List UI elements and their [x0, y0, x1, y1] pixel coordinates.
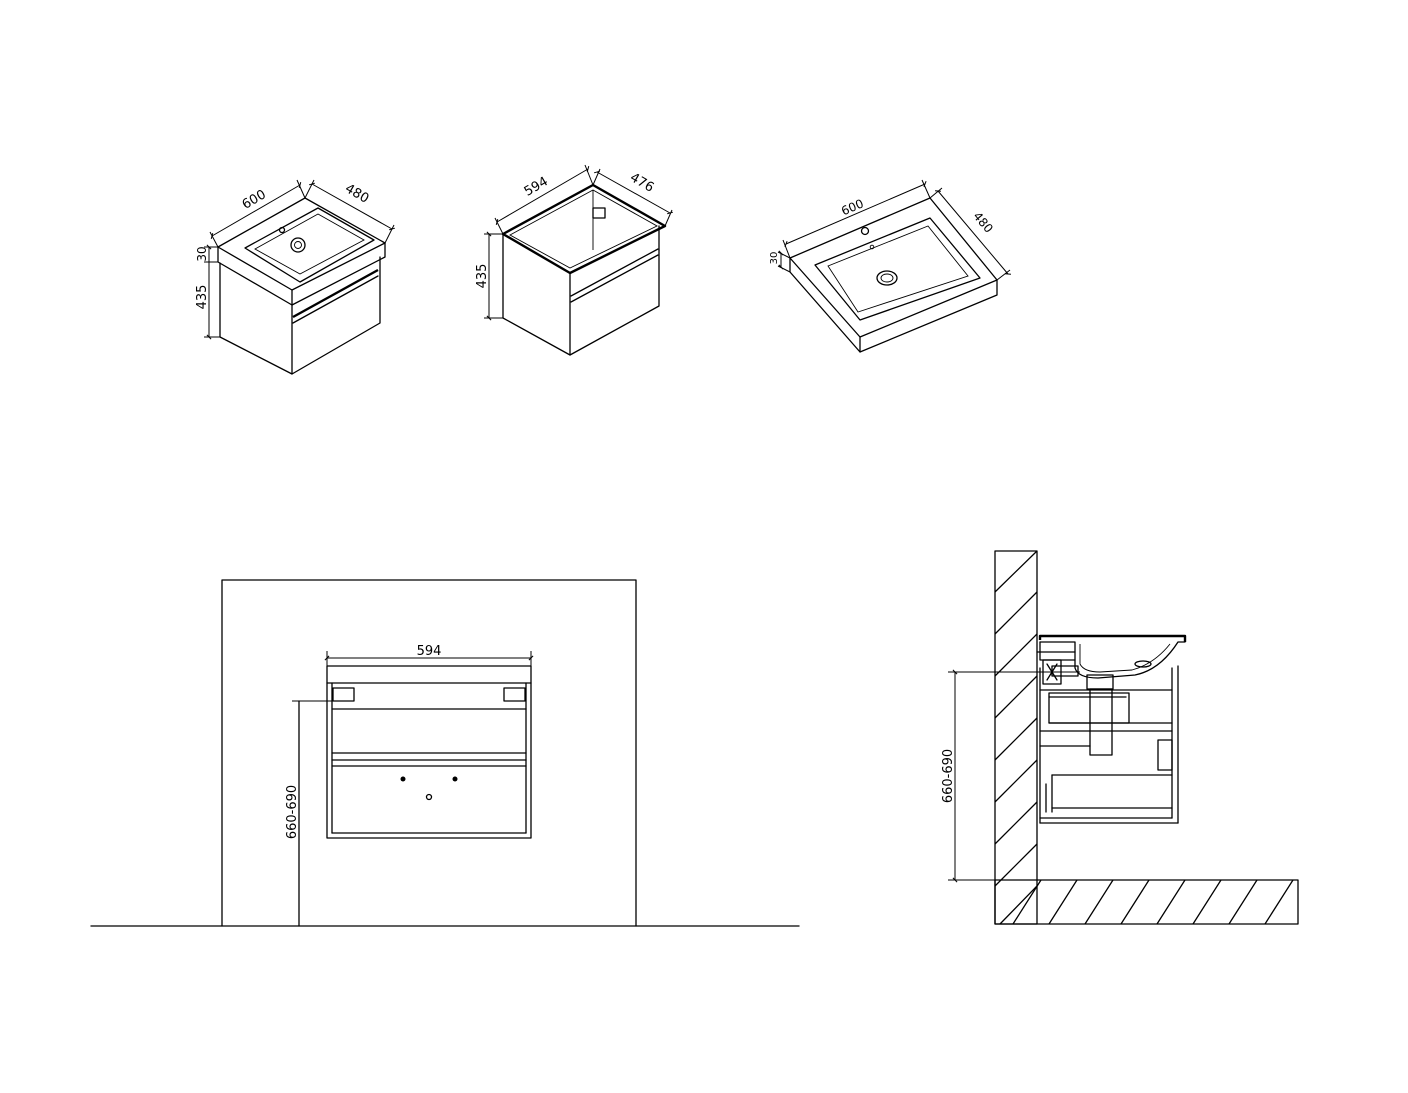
dimension-lines: [948, 669, 1080, 883]
dim-thickness-label: 30: [769, 252, 780, 265]
wall-outline: [221, 579, 637, 927]
front-elevation-view: 594 660-690: [90, 579, 800, 927]
cabinet-outline: [501, 183, 667, 356]
iso-view-basin: 600 480 30: [769, 179, 1012, 353]
basin-outline: [789, 197, 998, 353]
dim-depth-label: 480: [970, 209, 995, 236]
floor-section: [994, 879, 1299, 925]
dim-cabinet-height-label: 435: [195, 285, 210, 310]
dimension-lines: [204, 179, 395, 340]
dim-top-thickness-label: 30: [195, 246, 209, 261]
dimension-lines: [777, 179, 1012, 281]
cabinet-section: [1039, 665, 1179, 824]
wall-section: [994, 550, 1038, 925]
dimension-lines: [484, 164, 673, 321]
dim-width-label: 594: [417, 644, 442, 659]
dimension-lines: [292, 651, 534, 927]
dim-mount-height-label: 660-690: [285, 785, 300, 839]
iso-view-cabinet-with-basin: 600 480 30 435: [195, 179, 395, 375]
dim-width-label: 594: [522, 174, 551, 199]
vanity-front: [326, 665, 532, 839]
dim-mount-height-label: 660-690: [941, 749, 956, 803]
iso-view-cabinet: 594 476 435: [475, 164, 673, 356]
dim-height-label: 435: [475, 264, 490, 289]
dim-width-label: 600: [240, 187, 269, 212]
vanity-outline: [217, 197, 386, 375]
basin-section: [1036, 634, 1187, 690]
dim-depth-label: 480: [342, 181, 371, 206]
side-section-view: 660-690: [941, 550, 1299, 925]
